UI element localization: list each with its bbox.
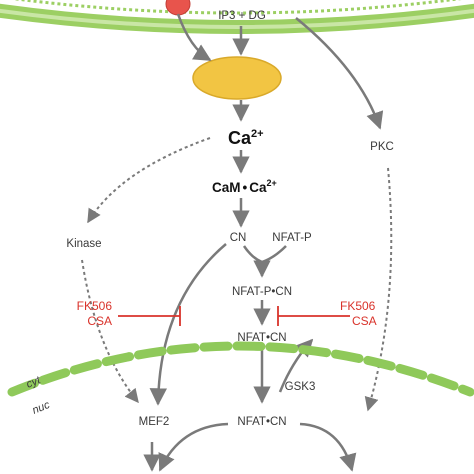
fk506-right-label: FK506: [340, 299, 376, 313]
dashed-arrows: [81, 137, 393, 412]
arrow-nfat-to-right: [299, 422, 357, 472]
kinase-label: Kinase: [66, 238, 101, 250]
ip3-dg-label: IP3 + DG: [218, 10, 266, 22]
pathway-arrows: [143, 13, 384, 472]
endoplasmic-reticulum: [192, 56, 282, 100]
mef2-label: MEF2: [139, 416, 170, 428]
gsk3-label: GSK3: [285, 381, 316, 393]
arrow-nfat-to-left: [158, 422, 229, 472]
arrow-gsk3-export: [278, 338, 314, 393]
calmodulin-calcium-label: CaM•Ca2+: [212, 178, 277, 195]
arrow-pkc-to-nucleus: [364, 167, 393, 412]
nucleus-label: nuc: [31, 399, 52, 417]
arrow-receptor-to-er: [176, 13, 212, 62]
csa-right-label: CSA: [352, 314, 377, 328]
cytoplasm-label: cyt: [25, 374, 43, 391]
membrane-receptor: [165, 0, 191, 16]
arrow-cn-nfat-merge: [242, 245, 287, 264]
plasma-membrane: [0, 0, 474, 34]
fk506-left-label: FK506: [77, 299, 113, 313]
nfat-p-label: NFAT-P: [272, 232, 312, 244]
arrow-ca-to-kinase: [87, 137, 211, 224]
arrow-ip3-to-pkc: [295, 17, 384, 130]
arrow-cn-to-mef2: [149, 243, 227, 406]
pkc-label: PKC: [370, 141, 394, 153]
calcium-label: Ca2+: [228, 128, 264, 148]
cn-label: CN: [230, 232, 247, 244]
inhibitor-bars: [118, 306, 350, 326]
arrow-kinase-to-mef2: [81, 259, 139, 404]
nfat-p-cn-label: NFAT-P•CN: [232, 286, 292, 298]
nfat-cn-upper-label: NFAT•CN: [237, 332, 286, 344]
nuclear-envelope: [7, 341, 474, 397]
csa-left-label: CSA: [87, 314, 112, 328]
nfat-cn-lower-label: NFAT•CN: [237, 416, 286, 428]
